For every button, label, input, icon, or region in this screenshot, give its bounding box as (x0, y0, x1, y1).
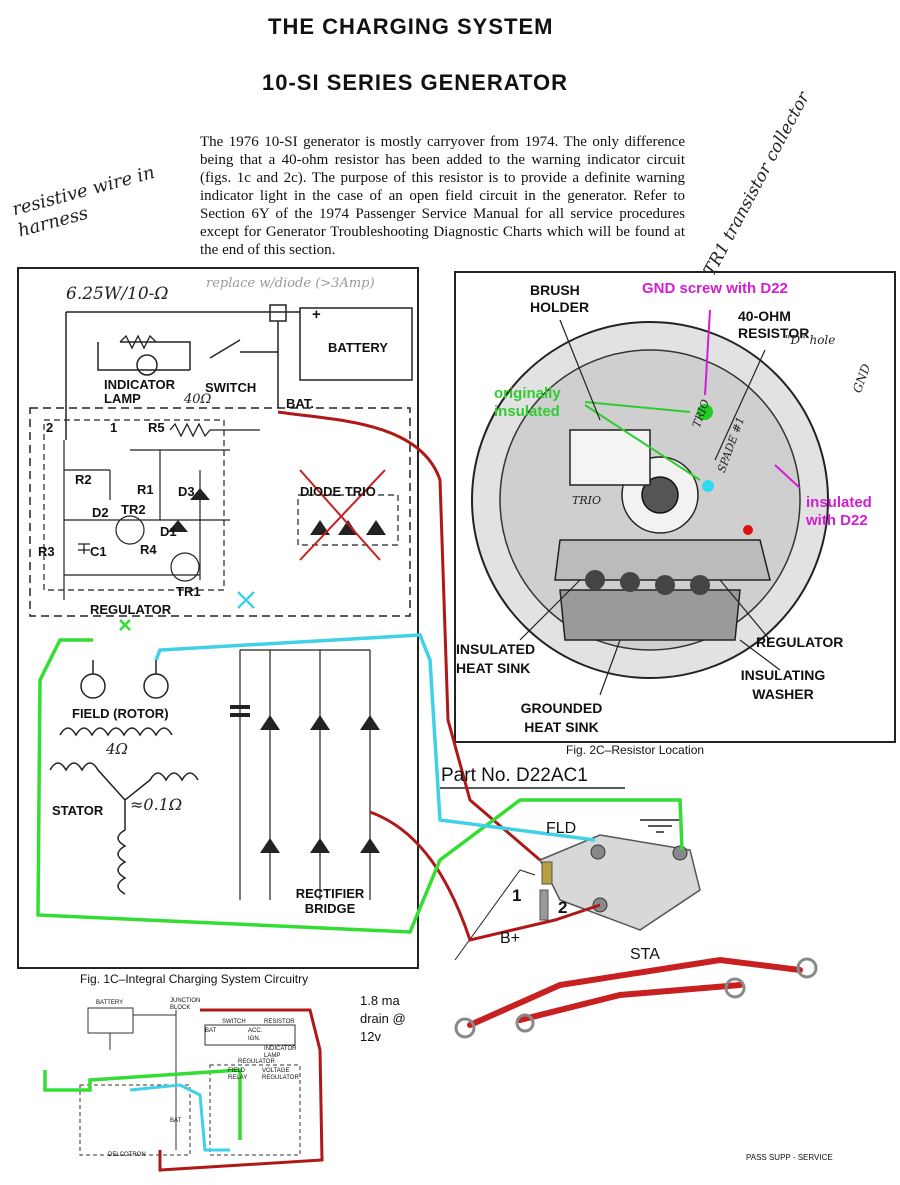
sta-label: STA (630, 946, 660, 963)
ohm-01-label: ≈0.1Ω (130, 795, 183, 814)
handwritten-rating: 6.25W/10-Ω (66, 284, 169, 304)
mini-junction-block-label: JUNCTION BLOCK (170, 998, 201, 1011)
r5-label: R5 (148, 420, 165, 435)
r1-label: R1 (137, 482, 154, 497)
mini-resistor-label: RESISTOR (264, 1019, 295, 1025)
handwritten-replace-diode: replace w/diode (>3Amp) (206, 276, 375, 291)
trio2-note: TRIO (572, 494, 601, 507)
mini-delcotron-bat-label: BAT (170, 1118, 182, 1124)
bat-terminal-label: BAT. (286, 396, 314, 411)
fld-label: FLD (546, 820, 577, 837)
page-subtitle: 10-SI SERIES GENERATOR (262, 70, 569, 95)
mini-ign-label: IGN. (248, 1036, 261, 1042)
intro-paragraph: The 1976 10-SI generator is mostly carry… (200, 134, 685, 258)
footer-note: PASS SUPP - SERVICE (746, 1153, 833, 1162)
fig1c-caption: Fig. 1C–Integral Charging System Circuit… (80, 972, 309, 986)
d-hole-note: "D" hole (785, 333, 836, 347)
regulator-2c-label: REGULATOR (756, 634, 844, 650)
r3-label: R3 (38, 544, 55, 559)
tr1-label: TR1 (176, 584, 201, 599)
r4-label: R4 (140, 542, 157, 557)
mini-regulator-label: REGULATOR (238, 1059, 275, 1065)
mini-acc-label: ACC. (248, 1028, 263, 1034)
diode-trio-label: DIODE TRIO (300, 484, 376, 499)
mini-bat-label: BAT (205, 1028, 217, 1034)
fig2c-caption: Fig. 2C–Resistor Location (566, 743, 705, 757)
stator-label: STATOR (52, 803, 104, 818)
switch-label: SWITCH (205, 380, 257, 395)
battery-label: BATTERY (328, 340, 388, 355)
mini-delcotron-label: DELCOTRON (108, 1152, 146, 1158)
r2-label: R2 (75, 472, 92, 487)
part-number-label: Part No. D22AC1 (441, 765, 588, 786)
resistor-40-label: 40-OHM RESISTOR (738, 308, 810, 341)
gnd-screw-note: GND screw with D22 (642, 280, 788, 297)
ohm-4-label: 4Ω (106, 740, 128, 758)
brush-holder-label: BRUSH HOLDER (530, 282, 590, 315)
insulated-heat-sink-label: INSULATED HEAT SINK (456, 641, 536, 676)
grounded-heat-sink-label: GROUNDED HEAT SINK (520, 700, 603, 735)
originally-insulated-note: originally insulated (494, 385, 561, 420)
insulated-d22-note: insulated with D22 (806, 494, 872, 529)
tr2-label: TR2 (121, 502, 146, 517)
terminal-two-label: 2 (558, 898, 568, 917)
terminal-1-label: 1 (110, 420, 118, 435)
d2-label: D2 (92, 505, 109, 520)
terminal-one-label: 1 (512, 886, 522, 905)
c1-label: C1 (90, 544, 107, 559)
battery-plus: + (312, 306, 321, 323)
b-plus-label: B+ (500, 930, 521, 947)
drain-note: 1.8 ma drain @ 12v (360, 993, 406, 1044)
page-title: THE CHARGING SYSTEM (268, 14, 554, 39)
mini-indicator-lamp-label: INDICATOR LAMP (264, 1046, 297, 1059)
indicator-lamp-label: INDICATOR LAMP (104, 377, 176, 406)
d3-label: D3 (178, 484, 195, 499)
d1-label: D1 (160, 524, 177, 539)
field-rotor-label: FIELD (ROTOR) (72, 706, 169, 721)
terminal-2-label: 2 (46, 420, 54, 435)
rectifier-bridge-label: RECTIFIER BRIDGE (295, 886, 365, 916)
mini-switch-label: SWITCH (222, 1019, 246, 1025)
mini-battery-label: BATTERY (96, 1000, 124, 1006)
mini-voltage-regulator-label: VOLTAGE REGULATOR (262, 1068, 299, 1081)
ohm-40-label: 40Ω (184, 392, 212, 407)
insulating-washer-label: INSULATING WASHER (740, 667, 826, 702)
regulator-label: REGULATOR (90, 602, 172, 617)
mini-field-relay-label: FIELD RELAY (228, 1068, 248, 1081)
